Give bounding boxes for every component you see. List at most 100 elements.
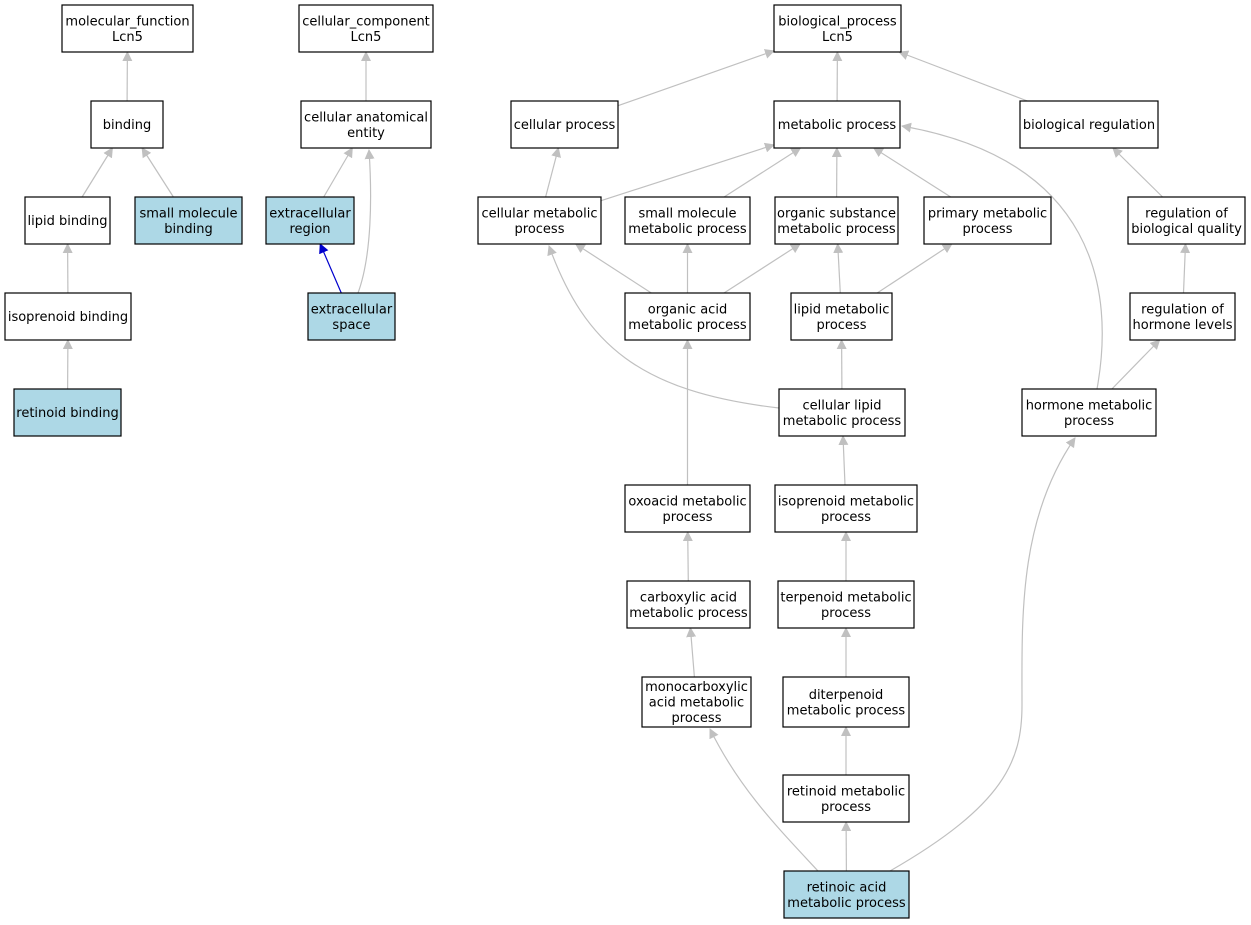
node-label: process	[1064, 414, 1114, 429]
node-box[interactable]	[778, 388, 906, 437]
node-box[interactable]	[624, 196, 751, 245]
node-bio_regulation[interactable]: biological regulation	[1019, 100, 1159, 149]
node-label: extracellular	[311, 302, 393, 317]
node-box[interactable]	[774, 484, 918, 533]
node-box[interactable]	[61, 4, 194, 53]
node-binding[interactable]: binding	[90, 100, 164, 149]
node-label: monocarboxylic	[645, 680, 748, 695]
node-box[interactable]	[477, 196, 602, 245]
node-box[interactable]	[1127, 196, 1246, 245]
node-label: terpenoid metabolic	[780, 590, 911, 605]
node-box[interactable]	[782, 774, 910, 823]
edge-cell_metabolic-to-metabolic_process	[600, 142, 775, 202]
node-box[interactable]	[13, 388, 122, 437]
edge-ext_space-to-cae	[357, 149, 375, 294]
edge-lipid_binding-to-binding	[81, 147, 113, 198]
node-label: retinoic acid	[807, 880, 887, 895]
node-box[interactable]	[774, 196, 899, 245]
node-box[interactable]	[134, 196, 243, 245]
node-label: lipid metabolic	[794, 302, 890, 317]
node-box[interactable]	[923, 196, 1052, 245]
node-label: organic acid	[648, 302, 727, 317]
node-label: retinoid metabolic	[787, 784, 905, 799]
node-box[interactable]	[777, 580, 915, 629]
edge-ext_space-to-ext_region	[319, 243, 342, 294]
node-box[interactable]	[90, 100, 164, 149]
node-label: carboxylic acid	[640, 590, 737, 605]
node-label: cellular_component	[302, 14, 430, 29]
edge-small_mol_metabolic-to-metabolic_process	[723, 147, 802, 198]
node-box[interactable]	[773, 4, 902, 53]
node-label: biological quality	[1131, 222, 1242, 237]
node-box[interactable]	[1129, 292, 1236, 341]
node-label: regulation of	[1141, 302, 1224, 317]
node-box[interactable]	[298, 4, 434, 53]
node-box[interactable]	[1021, 388, 1157, 437]
node-label: organic substance	[777, 206, 896, 221]
edge-cell_metabolic-to-cellular_process	[545, 147, 561, 198]
node-label: metabolic process	[628, 222, 747, 237]
node-label: space	[332, 318, 370, 333]
node-label: small molecule	[639, 206, 737, 221]
node-box[interactable]	[782, 676, 910, 728]
node-box[interactable]	[265, 196, 355, 245]
node-label: hormone levels	[1133, 318, 1233, 333]
node-label: small molecule	[140, 206, 238, 221]
node-label: metabolic process	[787, 896, 906, 911]
node-box[interactable]	[4, 292, 132, 341]
edge-small_mol_binding-to-binding	[141, 147, 174, 198]
node-retinoid_binding[interactable]: retinoid binding	[13, 388, 122, 437]
node-box[interactable]	[624, 484, 751, 533]
node-label: isoprenoid metabolic	[778, 494, 914, 509]
node-box[interactable]	[626, 580, 751, 629]
node-box[interactable]	[773, 100, 901, 149]
edge-hormone_metabolic-to-metabolic_process	[901, 122, 1103, 390]
node-box[interactable]	[510, 100, 619, 149]
node-label: cellular metabolic	[482, 206, 598, 221]
node-box[interactable]	[307, 292, 396, 341]
node-box[interactable]	[624, 292, 751, 341]
node-box[interactable]	[641, 676, 752, 728]
node-lipid_binding[interactable]: lipid binding	[24, 196, 111, 245]
node-box[interactable]	[300, 100, 432, 149]
node-label: hormone metabolic	[1026, 398, 1153, 413]
node-isoprenoid_binding[interactable]: isoprenoid binding	[4, 292, 132, 341]
edge-monocarboxylic_metabolic-to-carboxylic_metabolic	[686, 627, 697, 678]
node-box[interactable]	[24, 196, 111, 245]
node-metabolic_process[interactable]: metabolic process	[773, 100, 901, 149]
node-label: biological_process	[778, 14, 897, 29]
node-box[interactable]	[790, 292, 893, 341]
node-label: Lcn5	[351, 30, 382, 45]
edge-ext_region-to-cae	[323, 147, 353, 198]
node-cellular_process[interactable]: cellular process	[510, 100, 619, 149]
node-box[interactable]	[1019, 100, 1159, 149]
node-label: process	[821, 606, 871, 621]
node-box[interactable]	[783, 870, 910, 919]
